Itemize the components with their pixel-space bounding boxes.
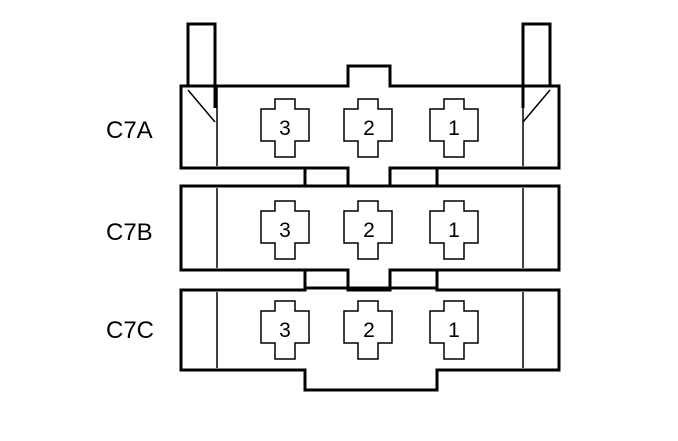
cavity-number: 1 xyxy=(448,319,460,342)
cavity-outline xyxy=(429,98,479,158)
cavity-number: 3 xyxy=(279,117,291,140)
row-c7c-housing xyxy=(179,268,561,392)
left-latch-tab xyxy=(186,22,217,108)
cavity-outline xyxy=(260,98,310,158)
cavity-number: 2 xyxy=(363,319,375,342)
row-label-c7b: C7B xyxy=(106,219,153,246)
cavity-number: 2 xyxy=(363,219,375,242)
cavity-outline xyxy=(343,200,393,260)
cavity-outline xyxy=(343,98,393,158)
row-c7c-cavities: 3 2 1 xyxy=(260,300,479,360)
cavity-outline xyxy=(429,200,479,260)
row-c7b-cavities: 3 2 1 xyxy=(260,200,479,260)
cavity-number: 3 xyxy=(279,319,291,342)
row-c7a-cavities: 3 2 1 xyxy=(260,98,479,158)
right-latch-ramp xyxy=(522,89,551,123)
row-label-c7c: C7C xyxy=(106,317,154,344)
cavity-number: 2 xyxy=(363,117,375,140)
cavity-outline xyxy=(260,200,310,260)
row-label-c7a: C7A xyxy=(106,117,153,144)
right-latch-tab xyxy=(521,22,552,108)
cavity-number: 1 xyxy=(448,117,460,140)
cavity-outline xyxy=(429,300,479,360)
cavity-outline xyxy=(260,300,310,360)
cavity-number: 3 xyxy=(279,219,291,242)
left-latch-ramp xyxy=(187,89,216,123)
cavity-number: 1 xyxy=(448,219,460,242)
cavity-outline xyxy=(343,300,393,360)
